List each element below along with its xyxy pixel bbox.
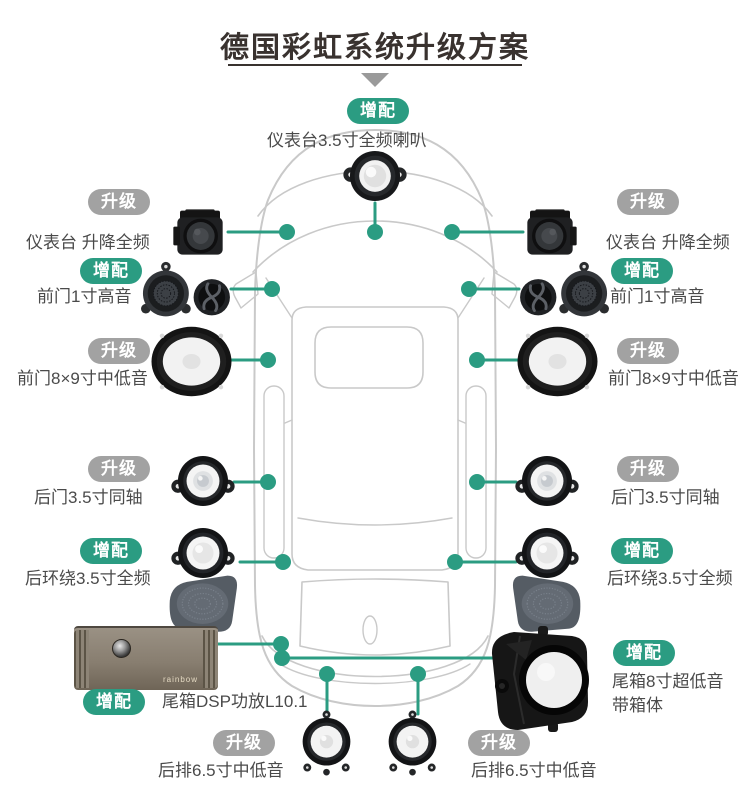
label-subwoofer-line2: 带箱体: [612, 696, 663, 715]
rear-deck-speaker-icon-right: [388, 710, 437, 776]
label-dash-center: 仪表台3.5寸全频喇叭: [267, 131, 427, 150]
badge-subwoofer: 增配: [613, 640, 675, 666]
rear-deck-speaker-icon-left: [302, 710, 351, 776]
badge-rear-deck-left: 升级: [213, 730, 275, 756]
badge-surround-right: 增配: [611, 538, 673, 564]
car-outline: [232, 129, 518, 707]
label-rear-deck-left: 后排6.5寸中低音: [158, 761, 284, 780]
badge-front-tweeter-right: 增配: [611, 258, 673, 284]
badge-front-tweeter-left: 增配: [80, 258, 142, 284]
down-triangle-icon: [361, 73, 389, 87]
label-front-woofer-right: 前门8×9寸中低音: [608, 369, 739, 388]
dsp-rib-left: [74, 630, 89, 688]
label-rear-coax-left: 后门3.5寸同轴: [34, 488, 143, 507]
label-rear-deck-right: 后排6.5寸中低音: [471, 761, 597, 780]
dsp-rib-right: [203, 630, 218, 688]
badge-surround-left: 增配: [80, 538, 142, 564]
label-dsp: 尾箱DSP功放L10.1: [162, 692, 308, 711]
oval-woofer-icon-right: [517, 326, 598, 397]
label-front-tweeter-left: 前门1寸高音: [37, 287, 132, 306]
label-surround-left: 后环绕3.5寸全频: [25, 569, 151, 588]
label-subwoofer-line1: 尾箱8寸超低音: [612, 672, 724, 691]
badge-dash-lift-right: 升级: [617, 189, 679, 215]
title-underline: [228, 64, 522, 66]
dsp-knob-icon: [112, 639, 131, 658]
label-front-woofer-left: 前门8×9寸中低音: [17, 369, 148, 388]
badge-dash-lift-left: 升级: [88, 189, 150, 215]
badge-dsp: 增配: [83, 689, 145, 715]
tweeter-pair-icon-right: [518, 260, 611, 318]
badge-rear-coax-left: 升级: [88, 456, 150, 482]
coax-speaker-icon-left: [171, 455, 235, 507]
lifting-speaker-icon-left: [173, 209, 223, 255]
badge-front-woofer-right: 升级: [617, 338, 679, 364]
lifting-speaker-icon-right: [527, 209, 577, 255]
coax-speaker-icon-right: [515, 455, 579, 507]
badge-front-woofer-left: 升级: [88, 338, 150, 364]
dsp-amplifier-icon: rainbow: [74, 626, 218, 690]
badge-rear-coax-right: 升级: [617, 456, 679, 482]
label-surround-right: 后环绕3.5寸全频: [607, 569, 733, 588]
dash-fullrange-speaker-icon: [343, 150, 407, 202]
dsp-brand-logo: rainbow: [162, 675, 198, 684]
label-front-tweeter-right: 前门1寸高音: [610, 287, 705, 306]
tweeter-pair-icon-left: [139, 260, 232, 318]
badge-dash-center: 增配: [347, 98, 409, 124]
label-dash-lift-left: 仪表台 升降全频: [26, 233, 150, 252]
label-rear-coax-right: 后门3.5寸同轴: [611, 488, 720, 507]
subwoofer-icon: [490, 625, 590, 733]
page-title: 德国彩虹系统升级方案: [219, 32, 530, 64]
label-dash-lift-right: 仪表台 升降全频: [606, 233, 730, 252]
badge-rear-deck-right: 升级: [468, 730, 530, 756]
oval-woofer-icon-left: [151, 326, 232, 397]
